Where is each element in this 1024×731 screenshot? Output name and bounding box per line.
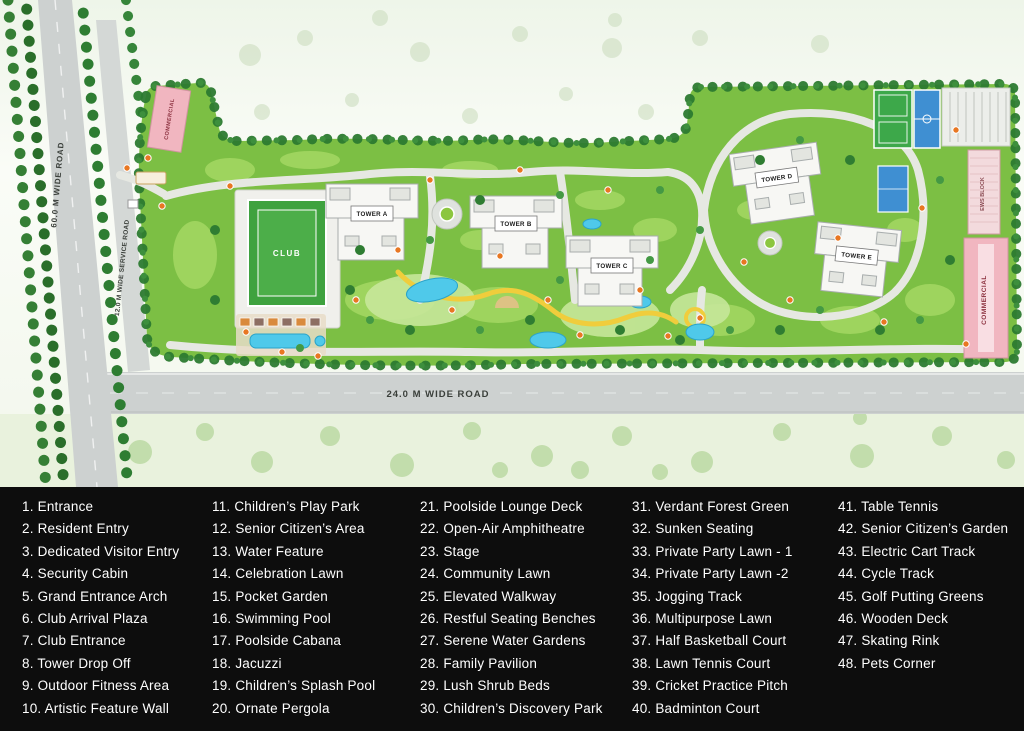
ews-block-label: EWS BLOCK [980, 177, 986, 211]
commercial-building-top: COMMERCIAL [146, 85, 192, 153]
amphitheatre [495, 296, 519, 308]
legend-item: 45. Golf Putting Greens [838, 588, 984, 604]
tower-c-label: TOWER C [596, 263, 627, 270]
tower-c: TOWER C [565, 235, 659, 307]
legend-item: 25. Elevated Walkway [420, 588, 557, 604]
club-label: CLUB [273, 249, 301, 258]
commercial-building-right: COMMERCIAL [963, 237, 1009, 359]
legend-item: 44. Cycle Track [838, 566, 935, 582]
tennis-court [873, 89, 913, 149]
splash-pool [685, 323, 715, 341]
legend-item: 7. Club Entrance [22, 633, 126, 649]
legend-item: 22. Open-Air Amphitheatre [420, 521, 585, 537]
plan-markers [123, 126, 970, 360]
legend-column-1: 1. Entrance 2. Resident Entry 3. Dedicat… [22, 496, 212, 731]
tower-e-label: TOWER E [841, 251, 872, 261]
legend-item: 36. Multipurpose Lawn [632, 611, 773, 627]
entrance-area [127, 171, 167, 209]
legend-column-2: 11. Children’s Play Park 12. Senior Citi… [212, 496, 420, 731]
bottom-road-label: 24.0 M WIDE ROAD [386, 389, 489, 400]
legend-item: 11. Children’s Play Park [212, 499, 360, 514]
legend-item: 31. Verdant Forest Green [632, 499, 790, 514]
legend-item: 37. Half Basketball Court [632, 633, 787, 649]
legend-item: 29. Lush Shrub Beds [420, 678, 550, 694]
sports-zone [873, 87, 1011, 213]
legend-item: 6. Club Arrival Plaza [22, 611, 148, 627]
legend-item: 15. Pocket Garden [212, 588, 328, 604]
jacuzzi [314, 335, 326, 347]
legend-item: 4. Security Cabin [22, 566, 129, 582]
legend-item: 8. Tower Drop Off [22, 655, 131, 671]
security-cabin [127, 199, 139, 209]
legend-item: 19. Children’s Splash Pool [212, 678, 376, 694]
interior-trees [210, 136, 955, 352]
legend-item: 42. Senior Citizen’s Garden [838, 521, 1009, 537]
swimming-pool [249, 333, 311, 349]
faded-trees-bottom [100, 411, 1015, 480]
legend-item: 13. Water Feature [212, 543, 324, 559]
tower-e: TOWER E [814, 221, 903, 298]
faded-trees-top [239, 10, 829, 124]
ews-block: EWS BLOCK [967, 149, 1001, 235]
site-plan: 24.0 M WIDE ROAD 60.0 M WIDE ROAD 12.0 M… [0, 0, 1024, 493]
legend-item: 41. Table Tennis [838, 499, 939, 514]
tower-d-label: TOWER D [761, 173, 793, 184]
legend-item: 1. Entrance [22, 499, 94, 514]
grand-entrance-arch [135, 171, 167, 185]
legend-item: 35. Jogging Track [632, 588, 742, 604]
legend-item: 20. Ornate Pergola [212, 700, 330, 716]
tower-b-label: TOWER B [500, 221, 531, 228]
roundabouts [431, 198, 783, 256]
legend-column-5: 41. Table Tennis 42. Senior Citizen’s Ga… [838, 496, 1010, 731]
legend-item: 23. Stage [420, 543, 480, 559]
legend-item: 27. Serene Water Gardens [420, 633, 586, 649]
legend-item: 3. Dedicated Visitor Entry [22, 543, 180, 559]
legend-item: 28. Family Pavilion [420, 655, 538, 671]
legend-item: 24. Community Lawn [420, 566, 551, 582]
parking-area [941, 87, 1011, 147]
commercial-right-label: COMMERCIAL [981, 275, 988, 325]
legend-item: 33. Private Party Lawn - 1 [632, 543, 793, 559]
poolside-cabanas [239, 317, 321, 327]
lagoon-pool [405, 277, 459, 303]
legend-column-3: 21. Poolside Lounge Deck 22. Open-Air Am… [420, 496, 632, 731]
legend-item: 26. Restful Seating Benches [420, 611, 596, 627]
legend-item: 43. Electric Cart Track [838, 543, 976, 559]
legend-item: 21. Poolside Lounge Deck [420, 499, 583, 514]
legend-item: 14. Celebration Lawn [212, 566, 344, 582]
legend-column-4: 31. Verdant Forest Green 32. Sunken Seat… [632, 496, 838, 731]
legend-item: 38. Lawn Tennis Court [632, 655, 771, 671]
legend-item: 12. Senior Citizen’s Area [212, 521, 365, 537]
legend-item: 30. Children’s Discovery Park [420, 700, 603, 716]
legend-item: 34. Private Party Lawn -2 [632, 566, 789, 582]
legend-item: 18. Jacuzzi [212, 655, 282, 671]
bottom-road: 24.0 M WIDE ROAD [86, 372, 1024, 414]
legend-item: 5. Grand Entrance Arch [22, 588, 168, 604]
legend-panel: 1. Entrance 2. Resident Entry 3. Dedicat… [0, 487, 1024, 731]
service-road: 12.0 M WIDE SERVICE ROAD [96, 20, 150, 372]
legend-item: 2. Resident Entry [22, 521, 129, 537]
tower-d: TOWER D [728, 141, 822, 225]
legend-item: 9. Outdoor Fitness Area [22, 678, 170, 694]
legend-item: 16. Swimming Pool [212, 611, 331, 627]
water-garden-pool [529, 331, 567, 349]
legend-item: 17. Poolside Cabana [212, 633, 342, 649]
legend-item: 32. Sunken Seating [632, 521, 754, 537]
legend-item: 40. Badminton Court [632, 700, 760, 716]
club-building: CLUB [234, 189, 341, 356]
left-road: 60.0 M WIDE ROAD [38, 0, 118, 488]
tower-a-label: TOWER A [357, 211, 388, 218]
tower-b: TOWER B [469, 195, 563, 269]
legend-item: 46. Wooden Deck [838, 611, 949, 627]
legend-item: 47. Skating Rink [838, 633, 940, 649]
legend-item: 10. Artistic Feature Wall [22, 700, 170, 716]
legend-item: 48. Pets Corner [838, 655, 936, 671]
site-plan-image: 24.0 M WIDE ROAD 60.0 M WIDE ROAD 12.0 M… [0, 0, 1024, 493]
legend-item: 39. Cricket Practice Pitch [632, 678, 789, 694]
tower-a: TOWER A [325, 183, 419, 261]
